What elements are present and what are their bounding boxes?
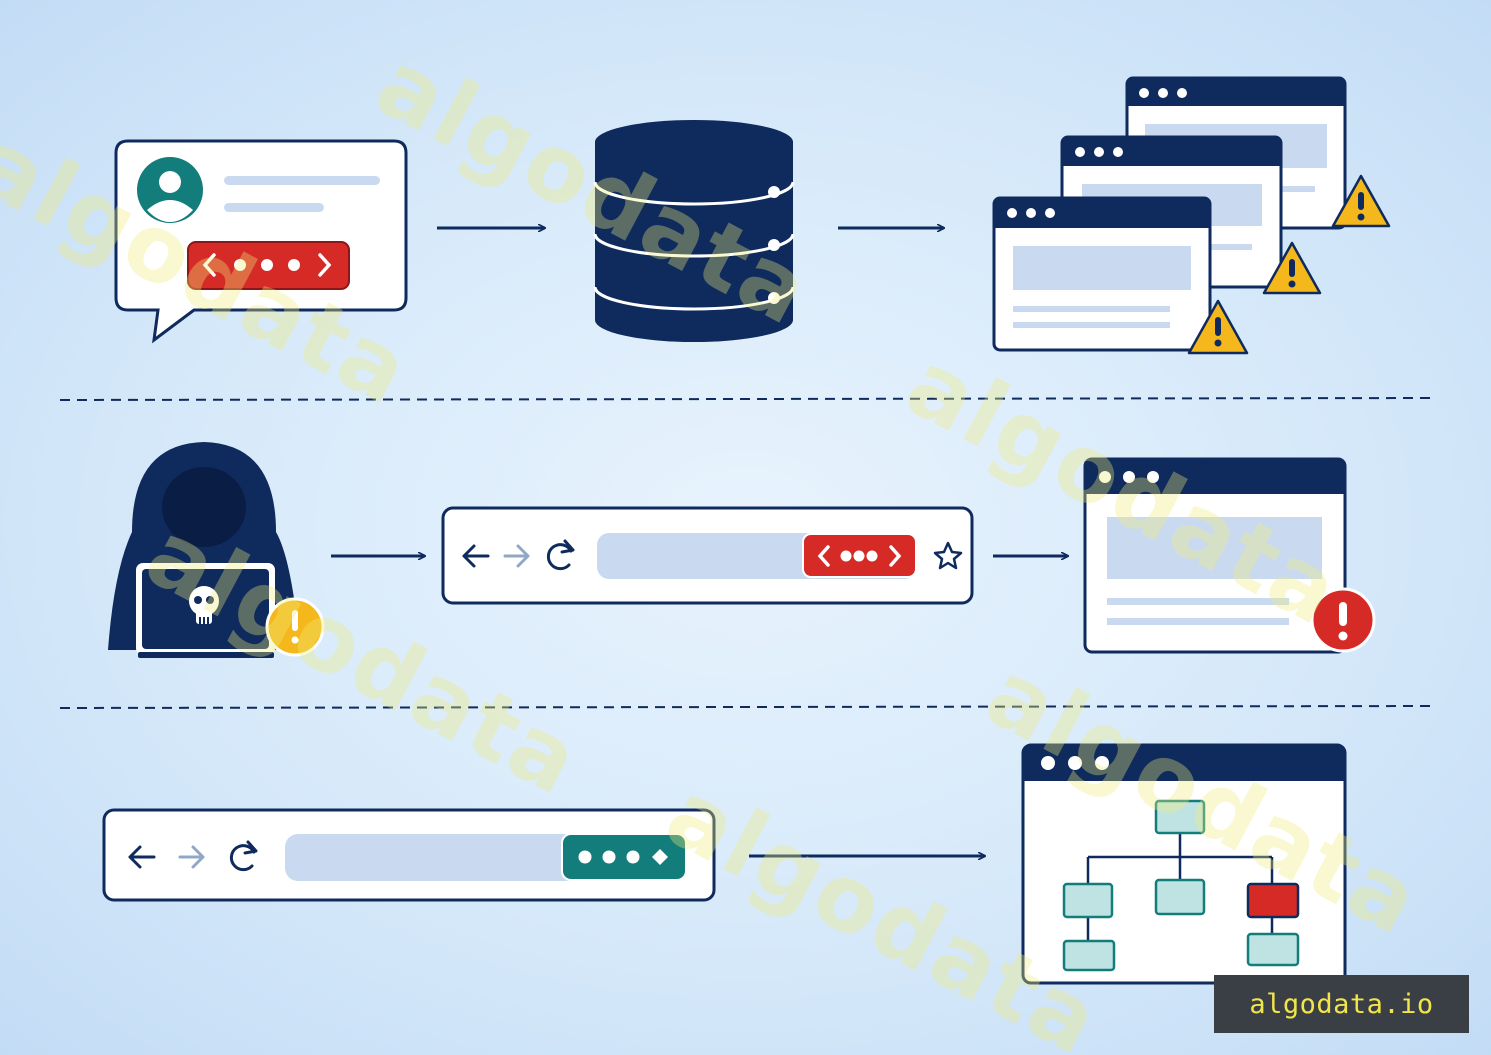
tree-node: [1062, 939, 1116, 972]
section-divider: [59, 705, 1431, 709]
error-circle-icon: [1310, 587, 1376, 653]
browser-window-error: [1083, 457, 1347, 654]
hooded-hacker-icon: [108, 442, 300, 658]
forward-arrow-icon: [178, 845, 205, 869]
skull-icon: [189, 586, 219, 624]
warning-triangle-icon: [1262, 241, 1322, 295]
fragment-token-tag: [561, 833, 687, 881]
brand-label: algodata.io: [1249, 988, 1434, 1020]
section-divider: [59, 397, 1431, 401]
tree-node: [1154, 878, 1206, 916]
back-arrow-icon: [462, 544, 490, 568]
database-icon: [593, 120, 795, 342]
star-icon: [933, 541, 963, 570]
tree-node-root: [1154, 799, 1206, 835]
tree-node: [1062, 882, 1114, 919]
tree-node-modified: [1246, 882, 1300, 919]
warning-circle-icon: [265, 597, 325, 657]
chat-bubble-icon: [114, 139, 408, 344]
site-tree-icon: [1062, 799, 1300, 972]
back-arrow-icon: [128, 845, 156, 869]
reload-icon: [546, 539, 575, 571]
warning-triangle-icon: [1331, 174, 1391, 228]
forward-arrow-icon: [503, 544, 530, 568]
browser-url-bar-fragment: [102, 808, 716, 902]
brand-badge: algodata.io: [1214, 975, 1469, 1033]
tree-node: [1246, 932, 1300, 967]
browser-window-front: [992, 196, 1212, 352]
browser-url-bar-malicious: [441, 506, 974, 605]
reload-icon: [229, 840, 258, 872]
browser-window-dom-tree: [1021, 743, 1347, 985]
malicious-payload-tag: [802, 533, 917, 578]
warning-triangle-icon: [1187, 299, 1249, 355]
